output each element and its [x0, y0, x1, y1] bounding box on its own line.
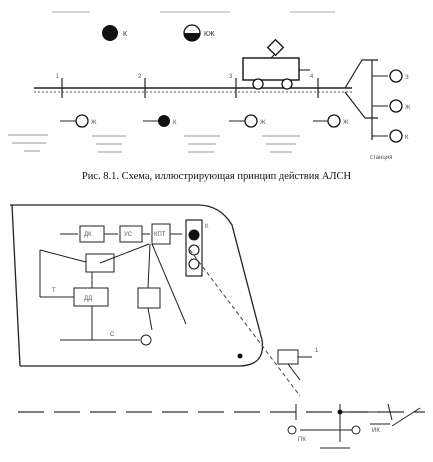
- dashed-leader: [189, 249, 301, 397]
- label-coil-right: ИК: [372, 428, 380, 434]
- loco-lamp-1: [188, 229, 200, 241]
- figure-caption: Рис. 8.1. Схема, иллюстрирующая принцип …: [81, 171, 352, 182]
- top-scheme: К КЖ 1 2 3 4: [8, 11, 411, 161]
- signal-head-1: [389, 69, 403, 83]
- signal-head-3: [389, 129, 403, 143]
- outside-block: [277, 349, 312, 381]
- receiving-coils: [287, 403, 421, 449]
- inner-blocks: [39, 243, 187, 346]
- train-antenna-icon: [266, 38, 285, 57]
- legend-label-2: КЖ: [204, 31, 215, 38]
- lamp-row: Ж К Ж Ж: [60, 114, 349, 128]
- lamp-1: [75, 114, 89, 128]
- lamp-3: [244, 114, 258, 128]
- block-chain: [60, 223, 182, 245]
- loco-lamp-3: [188, 258, 200, 270]
- label-amp: УС: [124, 232, 133, 238]
- loco-signal: [185, 219, 203, 277]
- bottom-scheme: ДК УС КПТ К ДД Т С: [10, 204, 425, 449]
- lamp-label-1: Ж: [91, 120, 97, 126]
- signal-label-2: Ж: [405, 105, 411, 111]
- station-branch: [344, 59, 378, 119]
- lamp-label-2: К: [173, 120, 177, 126]
- signal-label-1: З: [405, 75, 409, 81]
- point-label-4: 4: [310, 74, 314, 80]
- label-line-t: Т: [52, 288, 56, 294]
- point-label-3: 3: [229, 74, 233, 80]
- label-line-c: С: [110, 332, 115, 338]
- legend-label-1: К: [123, 31, 128, 38]
- station-signals: З Ж К станция: [370, 60, 411, 161]
- train: [242, 38, 310, 90]
- lamp-annotations: [8, 134, 300, 153]
- cab-outline: [10, 204, 264, 367]
- label-rel: ДД: [84, 296, 92, 302]
- lamp-label-3: Ж: [260, 120, 266, 126]
- label-sensor: ДК: [84, 232, 92, 238]
- point-label-1: 1: [56, 74, 60, 80]
- lamp-label-4: Ж: [343, 120, 349, 126]
- signal-head-2: [389, 99, 403, 113]
- point-label-2: 2: [138, 74, 142, 80]
- insulated-joints: [61, 78, 319, 98]
- label-coil-left: ПК: [298, 437, 306, 443]
- lamp-2: [158, 115, 170, 127]
- label-note: 1: [315, 348, 319, 354]
- station-label: станция: [370, 155, 392, 161]
- label-box: КПТ: [154, 232, 166, 238]
- lamp-4: [327, 114, 341, 128]
- legend-filled-lamp: [102, 25, 118, 41]
- signal-label-3: К: [405, 135, 409, 141]
- legend-half-lamp: [183, 24, 201, 42]
- label-lamp-k: К: [205, 224, 209, 230]
